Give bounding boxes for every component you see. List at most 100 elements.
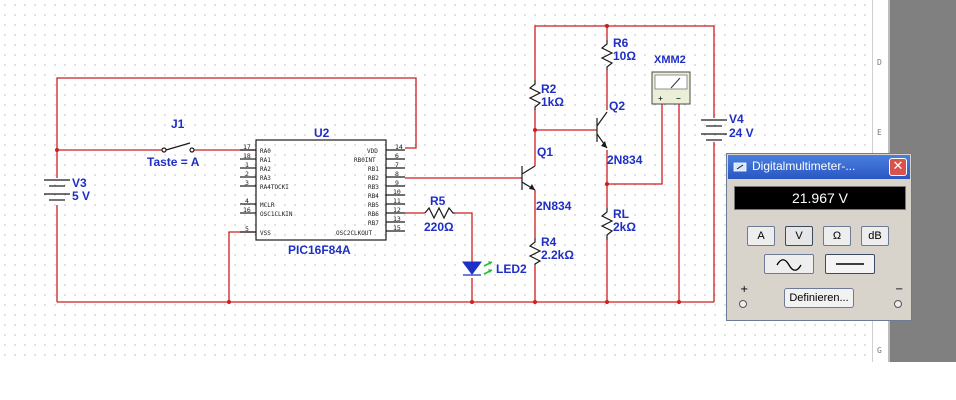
u2-pin-num: 18 bbox=[243, 152, 251, 160]
q2-ref: Q2 bbox=[609, 99, 625, 113]
transistor-q1[interactable]: Q1 2N834 bbox=[521, 145, 572, 213]
u2-pin-name: RA4TOCKI bbox=[260, 184, 289, 191]
q2-part: 2N834 bbox=[607, 153, 643, 167]
u2-pin-num: 15 bbox=[393, 224, 401, 232]
define-button[interactable]: Definieren... bbox=[784, 288, 854, 308]
plus-terminal-label: + bbox=[740, 284, 749, 295]
u2-pin-name: OSC2CLKOUT bbox=[336, 230, 373, 237]
sine-wave-icon bbox=[776, 259, 802, 271]
u2-pin-num: 14 bbox=[395, 143, 403, 151]
j1-ref: J1 bbox=[171, 117, 185, 131]
xmm2-plus: + bbox=[658, 94, 663, 103]
u2-pin-num: 11 bbox=[393, 197, 401, 205]
transistor-q2[interactable]: Q2 2N834 bbox=[596, 99, 643, 167]
wires bbox=[56, 25, 715, 303]
u2-pin-name: RA0 bbox=[260, 148, 271, 155]
switch-j1[interactable]: J1 Taste = A bbox=[147, 117, 200, 169]
xmm2-minus: − bbox=[676, 94, 681, 103]
r5-ref: R5 bbox=[430, 194, 446, 208]
u2-pin-num: 4 bbox=[245, 197, 249, 205]
u2-pin-num: 10 bbox=[393, 188, 401, 196]
u2-pin-name: RA1 bbox=[260, 157, 271, 164]
v3-ref: V3 bbox=[72, 176, 87, 190]
q1-ref: Q1 bbox=[537, 145, 553, 159]
u2-right-pins: 14 6 7 8 9 10 11 12 13 15 VDD RB0INT RB1… bbox=[336, 143, 405, 237]
dc-line-icon bbox=[836, 263, 864, 265]
battery-v3[interactable]: V3 5 V bbox=[44, 176, 90, 203]
junction-dots bbox=[55, 24, 681, 304]
r6-ref: R6 bbox=[613, 36, 629, 50]
u2-pin-num: 5 bbox=[245, 225, 249, 233]
ic-u2[interactable]: U2 PIC16F84A 17 18 1 2 3 4 16 5 RA0 RA1 … bbox=[240, 126, 405, 257]
u2-pin-name: RB4 bbox=[368, 193, 379, 200]
u2-ref: U2 bbox=[314, 126, 330, 140]
r4-ref: R4 bbox=[541, 235, 557, 249]
close-icon: ✕ bbox=[892, 159, 904, 174]
close-button[interactable]: ✕ bbox=[889, 158, 907, 176]
multimeter-icon bbox=[733, 162, 747, 172]
plus-terminal[interactable] bbox=[739, 300, 747, 308]
resistor-r6[interactable]: R6 10Ω bbox=[600, 36, 636, 70]
v4-value: 24 V bbox=[729, 126, 754, 140]
multimeter-xmm2[interactable]: + − XMM2 bbox=[651, 54, 691, 105]
multimeter-window[interactable]: Digitalmultimeter-... ✕ 21.967 V A V Ω d… bbox=[726, 153, 912, 321]
mode-button-ampere[interactable]: A bbox=[747, 226, 775, 246]
battery-v4[interactable]: V4 24 V bbox=[701, 112, 754, 141]
u2-pin-name: VDD bbox=[367, 148, 378, 155]
u2-pin-name: RB7 bbox=[368, 220, 379, 227]
border-marker-e: E bbox=[877, 128, 882, 137]
u2-pin-num: 12 bbox=[393, 206, 401, 214]
u2-pin-num: 3 bbox=[245, 179, 249, 187]
rl-ref: RL bbox=[613, 207, 629, 221]
u2-pin-name: VSS bbox=[260, 230, 271, 237]
multimeter-titlebar[interactable]: Digitalmultimeter-... ✕ bbox=[728, 155, 910, 179]
u2-pin-num: 2 bbox=[245, 170, 249, 178]
mode-button-volt[interactable]: V bbox=[785, 226, 813, 246]
u2-pin-num: 13 bbox=[393, 215, 401, 223]
v4-ref: V4 bbox=[729, 112, 744, 126]
r4-value: 2.2kΩ bbox=[541, 248, 574, 262]
r6-value: 10Ω bbox=[613, 49, 636, 63]
u2-pin-num: 1 bbox=[245, 161, 249, 169]
q1-part: 2N834 bbox=[536, 199, 572, 213]
canvas-margin bbox=[0, 362, 956, 400]
j1-label: Taste = A bbox=[147, 155, 200, 169]
multimeter-reading: 21.967 V bbox=[734, 186, 906, 210]
led-led2[interactable]: LED2 bbox=[462, 261, 527, 276]
u2-pin-name: RB5 bbox=[368, 202, 379, 209]
circuit-schematic[interactable]: V3 5 V J1 Taste = A U2 PIC16F84A 17 18 1… bbox=[0, 0, 872, 362]
resistor-rl[interactable]: RL 2kΩ bbox=[600, 207, 636, 240]
u2-pin-name: OSC1CLKIN bbox=[260, 211, 293, 218]
u2-pin-num: 9 bbox=[395, 179, 399, 187]
u2-pin-name: MCLR bbox=[260, 202, 275, 209]
mode-button-db[interactable]: dB bbox=[861, 226, 889, 246]
u2-pin-name: RB6 bbox=[368, 211, 379, 218]
u2-left-pins: 17 18 1 2 3 4 16 5 RA0 RA1 RA2 RA3 RA4TO… bbox=[240, 143, 293, 237]
minus-terminal-label: − bbox=[895, 284, 904, 295]
u2-pin-num: 7 bbox=[395, 161, 399, 169]
resistor-r4[interactable]: R4 2.2kΩ bbox=[528, 235, 574, 265]
multimeter-title: Digitalmultimeter-... bbox=[752, 159, 856, 173]
mode-button-ohm[interactable]: Ω bbox=[823, 226, 851, 246]
rl-value: 2kΩ bbox=[613, 220, 636, 234]
u2-pin-num: 17 bbox=[243, 143, 251, 151]
u2-pin-num: 8 bbox=[395, 170, 399, 178]
u2-pin-name: RB2 bbox=[368, 175, 379, 182]
ac-mode-button[interactable] bbox=[764, 254, 814, 274]
r2-value: 1kΩ bbox=[541, 95, 564, 109]
border-marker-g: G bbox=[877, 346, 882, 355]
u2-pin-name: RB0INT bbox=[354, 157, 376, 164]
u2-pin-num: 16 bbox=[243, 206, 251, 214]
dc-mode-button[interactable] bbox=[825, 254, 875, 274]
resistor-r5[interactable]: R5 220Ω bbox=[424, 194, 455, 234]
led2-ref: LED2 bbox=[496, 262, 527, 276]
v3-value: 5 V bbox=[72, 189, 90, 203]
u2-pin-name: RA2 bbox=[260, 166, 271, 173]
border-marker-d: D bbox=[877, 58, 882, 67]
resistor-r2[interactable]: R2 1kΩ bbox=[528, 80, 564, 110]
u2-pin-name: RB3 bbox=[368, 184, 379, 191]
u2-part: PIC16F84A bbox=[288, 243, 351, 257]
u2-pin-name: RA3 bbox=[260, 175, 271, 182]
xmm2-ref: XMM2 bbox=[654, 54, 686, 66]
minus-terminal[interactable] bbox=[894, 300, 902, 308]
